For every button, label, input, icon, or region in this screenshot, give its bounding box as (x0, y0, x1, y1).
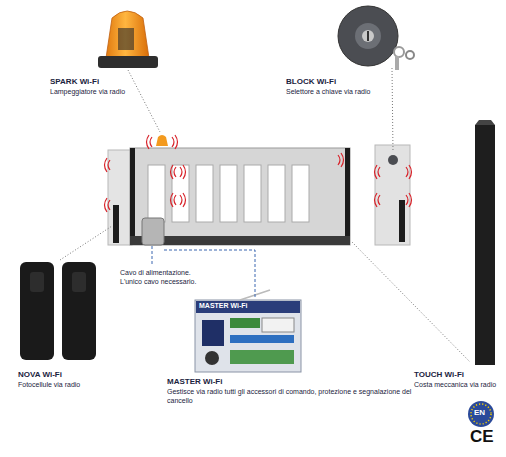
product-name: NOVA Wi-Fi (18, 370, 128, 380)
ce-mark: CE (470, 428, 494, 445)
flashing-lamp (98, 11, 158, 68)
product-caption: TOUCH Wi-FiCosta meccanica via radio (414, 370, 502, 390)
product-caption: BLOCK Wi-FiSelettore a chiave via radio (286, 77, 416, 97)
product-description: Selettore a chiave via radio (286, 87, 416, 96)
gate (105, 135, 412, 245)
product-description: Cavo di alimentazione. L'unico cavo nece… (120, 268, 204, 286)
product-name: BLOCK Wi-Fi (286, 77, 416, 87)
product-description: Fotocellule via radio (18, 380, 128, 389)
board-label: MASTER Wi-Fi (199, 302, 248, 309)
product-caption: NOVA Wi-FiFotocellule via radio (18, 370, 128, 390)
leader-lines (60, 68, 470, 362)
product-caption: MASTER Wi-FiGestisce via radio tutti gli… (167, 377, 412, 406)
product-caption: Cavo di alimentazione. L'unico cavo nece… (120, 268, 204, 287)
product-name: MASTER Wi-Fi (167, 377, 412, 387)
product-description: Lampeggiatore via radio (50, 87, 180, 96)
control-board (195, 290, 301, 372)
product-description: Costa meccanica via radio (414, 380, 502, 389)
standard-badge: EN (474, 409, 485, 417)
product-name: SPARK Wi-Fi (50, 77, 180, 87)
product-name: TOUCH Wi-Fi (414, 370, 502, 380)
product-description: Gestisce via radio tutti gli accessori d… (167, 387, 412, 405)
product-caption: SPARK Wi-FiLampeggiatore via radio (50, 77, 180, 97)
en-badge (468, 401, 494, 427)
key-selector (338, 6, 414, 70)
safety-edge (475, 120, 495, 365)
photocells (20, 262, 96, 360)
